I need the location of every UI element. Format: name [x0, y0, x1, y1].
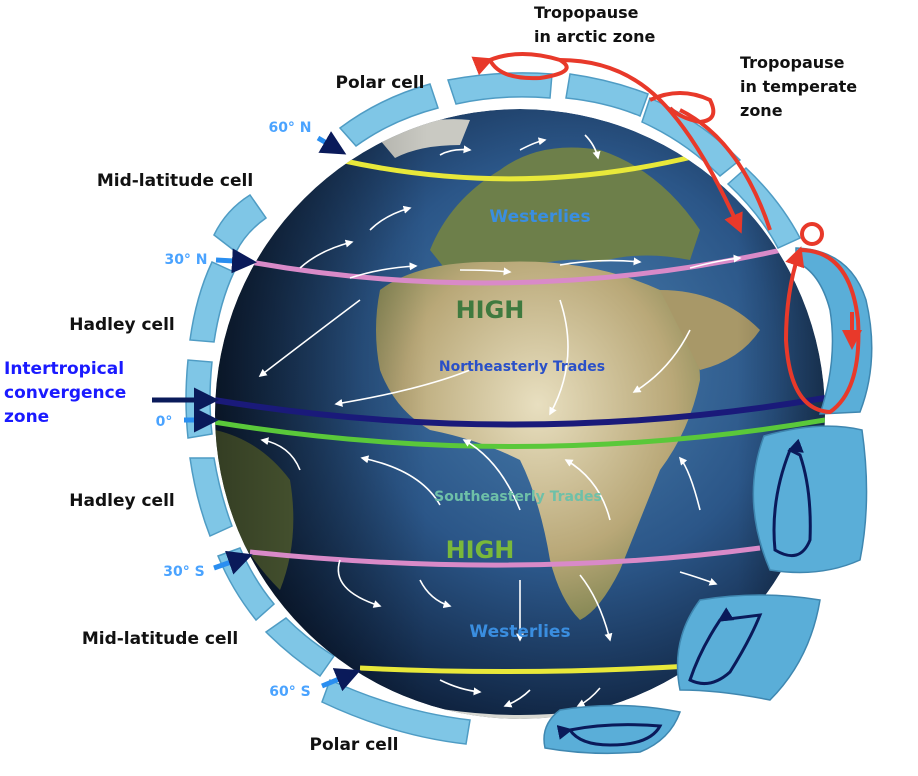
latitude-label-0: 0° [156, 414, 173, 430]
tropopause-path [559, 58, 743, 234]
ne-trades-label: Northeasterly Trades [439, 359, 605, 375]
latitude-label-60n: 60° N [268, 120, 311, 136]
curved-arrow-icon [337, 559, 382, 608]
arrow-right-icon [215, 248, 257, 274]
southern-circulation-loops [570, 450, 812, 747]
latitude-label-30s: 30° S [163, 564, 204, 580]
latitude-line-30n [249, 245, 791, 286]
tropopause-arctic-line1: Tropopause [534, 3, 639, 22]
tropopause-arctic-label: Tropopause in arctic zone [534, 3, 656, 46]
latitude-line-60s [359, 663, 691, 675]
loop-arrow-icon [570, 725, 663, 747]
tropopause-temperate-line3: zone [740, 101, 783, 120]
arrow-right-icon [213, 550, 253, 575]
mid-latitude-cell-south-label: Mid-latitude cell [82, 629, 238, 649]
latitude-line-60n [339, 152, 701, 182]
tropopause-arctic-line2: in arctic zone [534, 27, 656, 46]
curved-arrow-icon [519, 137, 547, 151]
itcz-label-line3: zone [4, 407, 49, 427]
curved-arrow-icon [462, 439, 521, 511]
tropopause-arctic-loop [490, 54, 569, 81]
se-trades-label: Southeasterly Trades [434, 489, 602, 505]
tropopause-temperate-line2: in temperate [740, 77, 857, 96]
high-south-label: HIGH [446, 536, 515, 564]
itcz-label: Intertropical convergence zone [4, 359, 126, 427]
tropopause-hadley-loop [783, 246, 861, 415]
tropopause-upper [679, 108, 772, 231]
itcz-label-line2: convergence [4, 383, 126, 403]
curved-arrow-icon [632, 329, 691, 393]
curved-arrow-icon [689, 254, 742, 269]
curved-arrow-icon [503, 689, 531, 708]
curved-arrow-icon [258, 299, 361, 377]
curved-arrow-icon [419, 579, 452, 608]
westerlies-south-label: Westerlies [469, 622, 570, 642]
curved-arrow-icon [260, 437, 301, 471]
circulation-band-top [338, 72, 649, 148]
curved-arrow-icon [299, 239, 354, 269]
curved-arrow-icon [579, 574, 613, 642]
tropopause-temperate-label: Tropopause in temperate zone [740, 53, 857, 120]
arrow-right-icon [321, 668, 361, 692]
curved-arrow-icon [360, 455, 441, 506]
hadley-cell-north-label: Hadley cell [69, 315, 175, 335]
latitude-line-itcz [215, 395, 825, 428]
curved-arrow-icon [459, 267, 512, 276]
westerlies-north-label: Westerlies [489, 207, 590, 227]
curved-arrow-icon [559, 257, 642, 266]
arrow-right-icon [316, 131, 347, 155]
curved-arrow-icon [439, 679, 482, 696]
polar-cell-bottom-label: Polar cell [309, 735, 398, 755]
curved-arrow-icon [369, 205, 412, 231]
latitude-label-60s: 60° S [269, 684, 310, 700]
latitude-pointers [152, 131, 361, 692]
tropopause-circulation [490, 54, 862, 415]
tropopause-small-loop [800, 222, 824, 246]
loop-arrow-icon [688, 615, 763, 686]
tropopause-temperate-line1: Tropopause [740, 53, 845, 72]
curved-arrow-icon [576, 687, 601, 707]
wind-arrows [258, 134, 742, 708]
polar-cell-top-label: Polar cell [335, 73, 424, 93]
curved-arrow-icon [584, 134, 601, 160]
latitude-line-equator [215, 417, 825, 449]
latitude-line-30s [249, 545, 761, 568]
curved-arrow-icon [678, 456, 701, 511]
curved-arrow-icon [349, 262, 418, 279]
tropopause-temperate-loop [649, 91, 716, 125]
hadley-cell-south-label: Hadley cell [69, 491, 175, 511]
curved-arrow-icon [439, 145, 472, 156]
globe: Westerlies HIGH Northeasterly Trades Sou… [215, 109, 825, 719]
curved-arrow-icon [334, 369, 471, 407]
loop-arrow-icon [772, 450, 812, 558]
curved-arrow-icon [679, 571, 718, 586]
itcz-label-line1: Intertropical [4, 359, 124, 379]
curved-arrow-icon [564, 459, 611, 521]
curved-arrow-icon [549, 299, 569, 416]
high-north-label: HIGH [456, 296, 525, 324]
latitude-label-30n: 30° N [164, 252, 207, 268]
mid-latitude-cell-north-label: Mid-latitude cell [97, 171, 253, 191]
